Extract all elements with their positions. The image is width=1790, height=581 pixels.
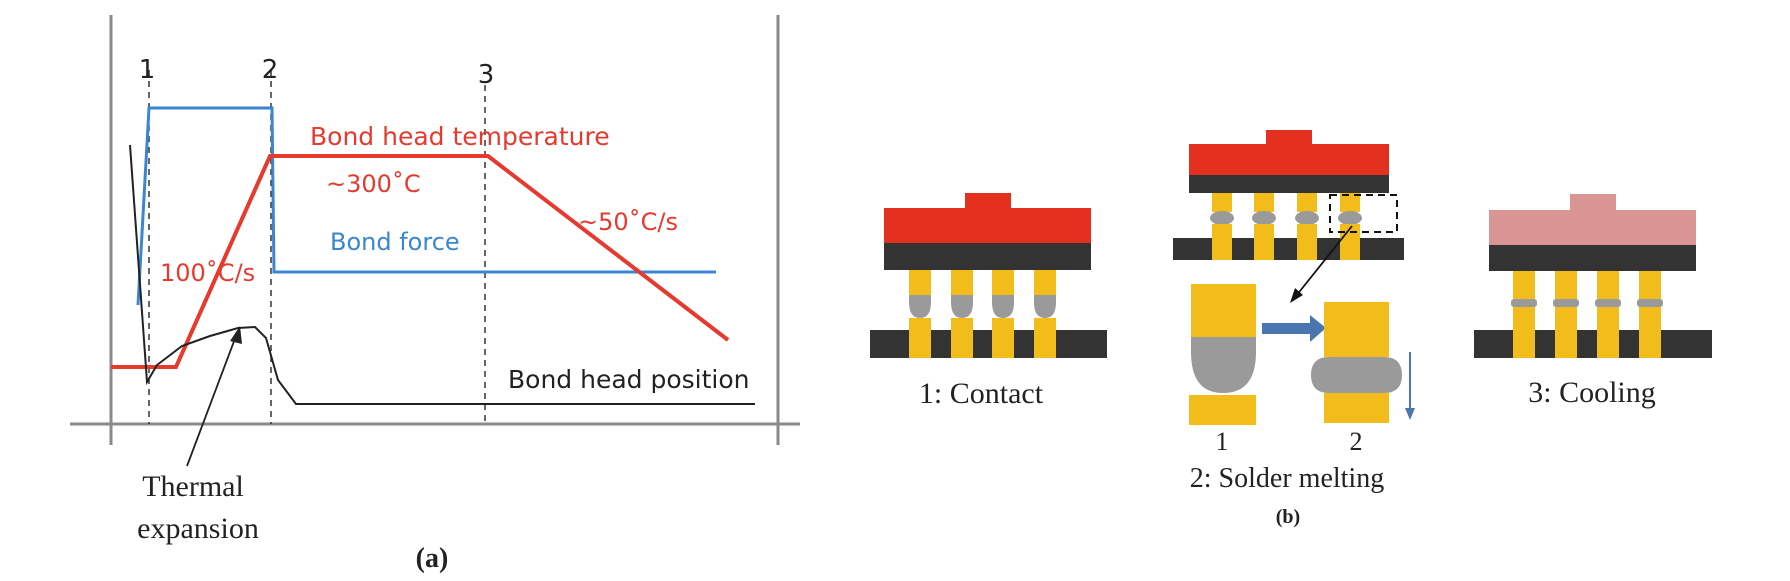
bond-head-top-bump (965, 193, 1011, 211)
lower-pads-front (909, 318, 1056, 358)
thermal-expansion-label-line2: expansion (137, 512, 259, 545)
bond-head-temperature-curve (111, 154, 730, 369)
bond-head (1189, 144, 1389, 175)
bond-force-label: Bond force (330, 228, 460, 256)
detail-2-melted-solder (1311, 357, 1402, 393)
solder-caps (909, 295, 1056, 318)
detail-1-upper-pillar (1191, 284, 1256, 337)
panel-a-timing-diagram: 1 2 3 Bond head temperature ~300˚C ~50˚C… (70, 15, 800, 574)
zoom-box (1329, 194, 1398, 233)
substrate (1173, 238, 1404, 260)
stage-1-label: 1: Contact (919, 377, 1044, 410)
detail-1-lower-pad (1189, 395, 1256, 425)
upper-pillars (1212, 193, 1360, 212)
lower-pads (1212, 224, 1360, 260)
stage-1-marker: 1 (139, 55, 156, 85)
solder-joints (1511, 299, 1663, 307)
stage-3-cooling-illustration: 3: Cooling (1474, 194, 1712, 409)
zoom-arrow (1295, 225, 1353, 297)
stage-2-label: 2: Solder melting (1190, 463, 1384, 494)
thermal-expansion-label-line1: Thermal (142, 470, 244, 503)
downward-force-arrowhead (1405, 408, 1415, 420)
heating-rate-label: 100˚C/s (160, 259, 255, 287)
bond-head (884, 208, 1091, 243)
detail-2-lower-pad (1324, 393, 1389, 423)
thermal-expansion-arrowhead (230, 326, 242, 344)
cooling-rate-label: ~50˚C/s (578, 208, 678, 236)
die (1489, 245, 1696, 271)
die (884, 243, 1091, 270)
stage-2-solder-melting-illustration: 1 2 2: Solder melting (b) (1173, 130, 1415, 528)
joined-pillars (1513, 271, 1661, 299)
melting-transition-arrowhead (1310, 315, 1326, 342)
stage-2-marker: 2 (262, 55, 279, 85)
stage-3-label: 3: Cooling (1528, 376, 1656, 409)
thermal-expansion-arrow (186, 335, 237, 467)
zoom-arrowhead (1290, 288, 1303, 303)
stage-3-marker: 3 (478, 60, 495, 90)
melting-transition-arrow-shaft (1262, 323, 1312, 334)
panel-a-caption: (a) (416, 543, 449, 574)
upper-pillars (909, 270, 1056, 295)
substrate (870, 330, 1107, 358)
detail-1-label: 1 (1216, 427, 1229, 456)
die (1189, 175, 1389, 193)
melted-solder (1210, 211, 1362, 225)
bond-head-top-bump (1266, 130, 1312, 146)
substrate (1474, 330, 1712, 358)
bond-force-curve (136, 106, 716, 306)
detail-2-label: 2 (1350, 427, 1363, 456)
detail-1-solder-ball (1191, 337, 1256, 393)
bond-head-top-bump (1570, 194, 1616, 212)
panel-b-caption: (b) (1276, 506, 1300, 528)
lower-pads (1513, 307, 1661, 358)
bond-head-position-label: Bond head position (508, 365, 750, 394)
bond-head-cooled (1489, 210, 1696, 245)
bond-head-temperature-label: Bond head temperature (310, 122, 610, 151)
stage-1-contact-illustration: 1: Contact (870, 193, 1107, 410)
bond-head-position-curve (129, 144, 755, 405)
detail-2-upper-pillar (1324, 302, 1389, 357)
peak-temperature-label: ~300˚C (326, 170, 421, 198)
